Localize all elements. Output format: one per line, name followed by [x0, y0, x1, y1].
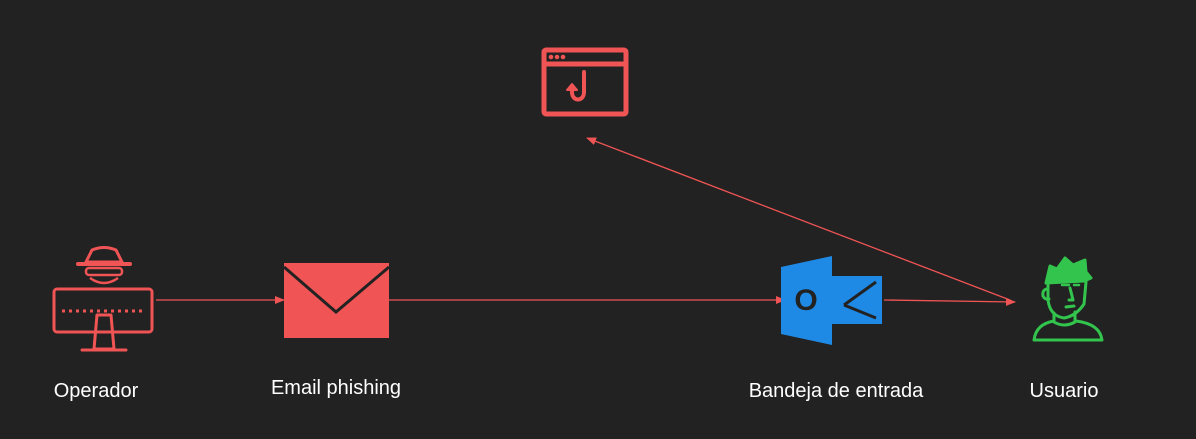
inbox-label: Bandeja de entrada: [748, 380, 924, 402]
hacker-computer-icon: [52, 246, 154, 352]
email-phishing-label: Email phishing: [270, 377, 402, 399]
user-avatar-icon: [1032, 256, 1104, 342]
user-label: Usuario: [1029, 380, 1099, 402]
arrow-inbox-to-user: [883, 297, 1016, 306]
operator-label: Operador: [53, 380, 139, 402]
arrow-user-to-site: [586, 137, 1011, 301]
phishing-website-icon: [541, 47, 629, 117]
outlook-badge-letter: O: [794, 284, 817, 317]
envelope-icon: [283, 263, 390, 338]
outlook-icon: O: [781, 256, 882, 345]
